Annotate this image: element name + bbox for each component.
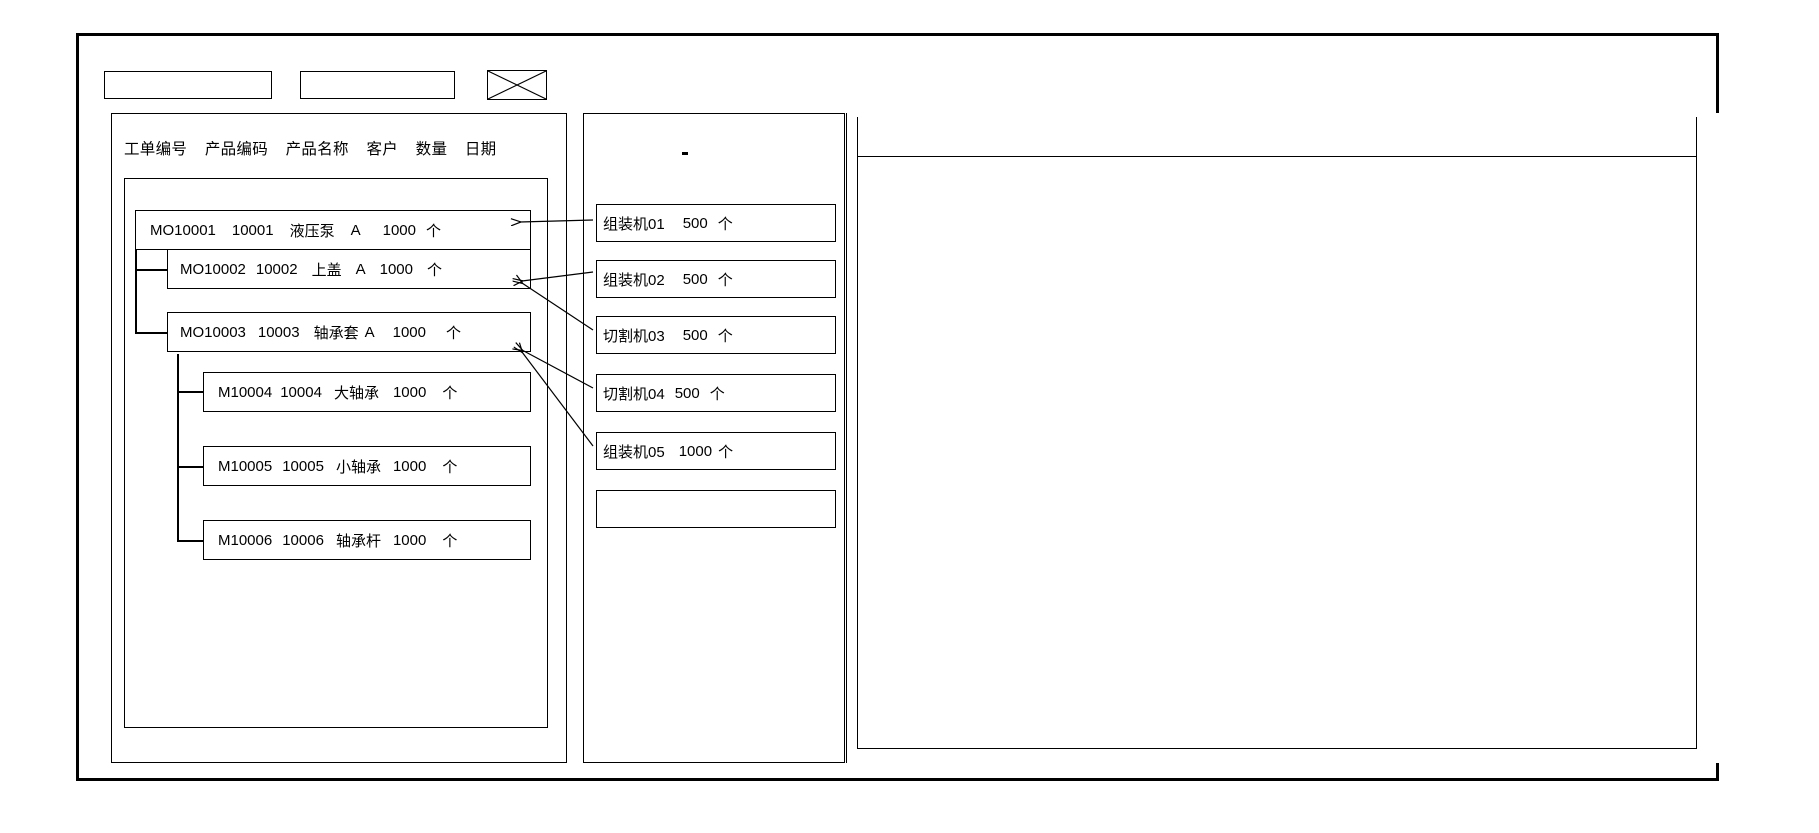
- tree-connector-branch-4: [177, 466, 203, 468]
- machine-quantity: 500: [682, 270, 708, 288]
- column-header-product-name: 产品名称: [285, 141, 349, 158]
- row-order-no: M10004: [218, 383, 273, 401]
- machine-quantity: 500: [682, 326, 708, 344]
- tree-connector-trunk-1: [135, 230, 137, 333]
- detail-panel-header: [857, 117, 1697, 157]
- row-product-code: 10003: [257, 323, 300, 341]
- machine-name: 组装机01: [603, 215, 665, 233]
- tree-connector-branch-3: [177, 391, 203, 393]
- table-row[interactable]: M10005 10005 小轴承 1000 个: [203, 446, 531, 486]
- row-product-name: 轴承套: [313, 324, 359, 342]
- column-header-product-code: 产品编码: [204, 141, 269, 158]
- row-customer: A: [364, 323, 375, 341]
- row-product-code: 10002: [255, 260, 298, 278]
- tree-connector-branch-1: [135, 269, 167, 271]
- column-header-order-no: 工单编号: [124, 141, 188, 158]
- machine-name: 切割机03: [603, 327, 665, 345]
- row-quantity: 1000: [382, 221, 416, 239]
- row-order-no: MO10001: [150, 221, 216, 239]
- machine-unit: 个: [718, 443, 734, 461]
- list-item[interactable]: 组装机05 1000 个: [596, 432, 836, 470]
- list-item[interactable]: 组装机02 500 个: [596, 260, 836, 298]
- machine-name: 切割机04: [603, 385, 665, 403]
- machine-allocation-panel: 组装机01 500 个 组装机02 500 个 切割机03 500 个 切割机0…: [583, 113, 845, 763]
- row-quantity: 1000: [392, 383, 427, 401]
- column-header-customer: 客户: [366, 141, 399, 158]
- toolbar-field-1[interactable]: [104, 71, 272, 99]
- detail-panel-body: [857, 157, 1697, 749]
- row-customer: A: [355, 260, 366, 278]
- row-order-no: M10005: [218, 457, 273, 475]
- tree-connector-branch-2: [135, 332, 167, 334]
- row-product-name: 液压泵: [289, 222, 335, 240]
- list-item[interactable]: 切割机04 500 个: [596, 374, 836, 412]
- work-order-panel: 工单编号 产品编码 产品名称 客户 数量 日期 MO10001 10001 液压…: [111, 113, 567, 763]
- crossed-box-icon-svg: [488, 71, 546, 99]
- table-row[interactable]: MO10002 10002 上盖 A 1000 个: [167, 249, 531, 289]
- machine-unit: 个: [709, 385, 725, 403]
- tree-column-headers: 工单编号 产品编码 产品名称 客户 数量 日期: [124, 137, 496, 159]
- crossed-box-icon[interactable]: [487, 70, 547, 100]
- row-unit: 个: [442, 384, 458, 402]
- row-order-no: MO10002: [180, 260, 246, 278]
- row-quantity: 1000: [392, 323, 426, 341]
- machine-quantity: 1000: [678, 442, 713, 460]
- row-quantity: 1000: [392, 531, 427, 549]
- row-product-code: 10001: [231, 221, 274, 239]
- row-unit: 个: [427, 261, 443, 279]
- tree-connector-branch-5: [177, 540, 203, 542]
- machine-quantity: 500: [682, 214, 708, 232]
- machine-unit: 个: [717, 271, 733, 289]
- machine-name: 组装机05: [603, 443, 665, 461]
- row-customer: A: [350, 221, 361, 239]
- list-item[interactable]: 切割机03 500 个: [596, 316, 836, 354]
- row-product-name: 小轴承: [335, 458, 381, 476]
- row-product-name: 轴承杆: [335, 532, 381, 550]
- dash-marker-icon: [682, 152, 688, 155]
- detail-panel: [846, 113, 1719, 763]
- row-order-no: MO10003: [180, 323, 246, 341]
- table-row[interactable]: MO10003 10003 轴承套 A 1000 个: [167, 312, 531, 352]
- row-product-code: 10004: [280, 383, 322, 401]
- machine-name: 组装机02: [603, 271, 665, 289]
- list-item[interactable]: 组装机01 500 个: [596, 204, 836, 242]
- row-unit: 个: [446, 324, 462, 342]
- work-order-tree: MO10001 10001 液压泵 A 1000 个 MO10002 10002…: [124, 178, 548, 728]
- tree-connector-trunk-2: [177, 354, 179, 541]
- machine-unit: 个: [717, 327, 733, 345]
- row-product-name: 上盖: [311, 261, 342, 279]
- machine-unit: 个: [717, 215, 733, 233]
- row-unit: 个: [426, 222, 442, 240]
- machine-quantity: 500: [674, 384, 700, 402]
- row-quantity: 1000: [379, 260, 413, 278]
- table-row[interactable]: MO10001 10001 液压泵 A 1000 个: [135, 210, 531, 250]
- table-row[interactable]: M10004 10004 大轴承 1000 个: [203, 372, 531, 412]
- row-product-name: 大轴承: [333, 384, 379, 402]
- row-quantity: 1000: [392, 457, 427, 475]
- column-header-date: 日期: [464, 141, 497, 158]
- toolbar-field-2[interactable]: [300, 71, 455, 99]
- row-product-code: 10006: [282, 531, 324, 549]
- row-unit: 个: [442, 532, 458, 550]
- table-row[interactable]: M10006 10006 轴承杆 1000 个: [203, 520, 531, 560]
- list-item[interactable]: [596, 490, 836, 528]
- row-order-no: M10006: [218, 531, 273, 549]
- row-product-code: 10005: [282, 457, 324, 475]
- column-header-quantity: 数量: [415, 141, 448, 158]
- row-unit: 个: [442, 458, 458, 476]
